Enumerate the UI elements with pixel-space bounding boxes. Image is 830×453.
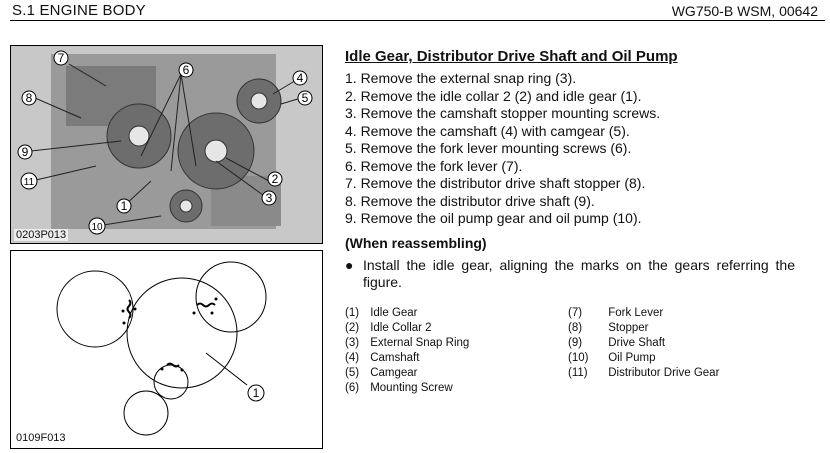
figure-code: 0109F013 bbox=[16, 432, 66, 444]
procedure-title: Idle Gear, Distributor Drive Shaft and O… bbox=[345, 48, 678, 65]
legend-label: Idle Gear bbox=[370, 307, 418, 319]
legend-num: (9) bbox=[568, 337, 583, 349]
legend-num: (4) bbox=[345, 352, 360, 364]
legend-label: Camshaft bbox=[370, 352, 420, 364]
legend-item: (10) Oil Pump bbox=[568, 351, 719, 366]
step-item: 1. Remove the external snap ring (3). bbox=[345, 70, 577, 86]
gear-diagram: 1 bbox=[56, 261, 267, 436]
legend-item: (1) Idle Gear bbox=[345, 306, 469, 321]
legend-item: (9) Drive Shaft bbox=[568, 336, 719, 351]
legend-label: Camgear bbox=[370, 367, 418, 379]
callout-1: 1 bbox=[116, 198, 132, 214]
alignment-marks bbox=[126, 299, 216, 368]
gear-circle-left bbox=[56, 270, 134, 348]
legend-right: (7) Fork Lever (8) Stopper (9) Drive Sha… bbox=[568, 306, 719, 381]
callout-2: 2 bbox=[267, 171, 283, 187]
legend-num: (5) bbox=[345, 367, 360, 379]
reassembling-note: ● Install the idle gear, aligning the ma… bbox=[345, 257, 795, 291]
step-item: 7. Remove the distributor drive shaft st… bbox=[345, 175, 646, 191]
gear-alignment-figure: 1 0109F013 bbox=[10, 250, 323, 449]
legend-num: (2) bbox=[345, 322, 360, 334]
document-code: WG750-B WSM, 00642 bbox=[671, 3, 818, 19]
legend-item: (6) Mounting Screw bbox=[345, 381, 469, 396]
step-item: 6. Remove the fork lever (7). bbox=[345, 157, 523, 174]
legend-label: Fork Lever bbox=[608, 307, 664, 319]
callout-5-label: 5 bbox=[302, 91, 309, 105]
callout-6: 6 bbox=[178, 62, 194, 78]
gear-circle-bottom bbox=[123, 390, 169, 436]
legend-label: Drive Shaft bbox=[608, 337, 666, 349]
callout-10: 10 bbox=[88, 217, 106, 235]
legend-num: (1) bbox=[345, 307, 360, 319]
step-item: 3. Remove the camshaft stopper mounting … bbox=[345, 105, 661, 121]
legend-item: (7) Fork Lever bbox=[568, 306, 719, 321]
figure-callout-label: 1 bbox=[253, 386, 260, 400]
legend-item: (4) Camshaft bbox=[345, 351, 469, 366]
procedure-steps: 1. Remove the external snap ring (3). 2.… bbox=[345, 70, 660, 228]
step-item: 2. Remove the idle collar 2 (2) and idle… bbox=[345, 87, 642, 104]
gear-circle-right bbox=[195, 261, 267, 333]
figure-callout: 1 bbox=[247, 384, 265, 402]
legend-label: External Snap Ring bbox=[370, 337, 470, 349]
callout-3-label: 3 bbox=[266, 191, 273, 205]
callout-2-label: 2 bbox=[272, 172, 279, 186]
gear-circle-center bbox=[126, 277, 238, 389]
callout-11-label: 11 bbox=[24, 177, 35, 188]
legend-item: (3) External Snap Ring bbox=[345, 336, 469, 351]
legend-label: Idle Collar 2 bbox=[370, 322, 432, 334]
legend-label: Distributor Drive Gear bbox=[608, 367, 720, 379]
legend-item: (5) Camgear bbox=[345, 366, 469, 381]
engine-photo: 7 6 4 5 8 9 11 1 2 3 10 0203P013 bbox=[10, 45, 323, 244]
legend-label: Oil Pump bbox=[608, 352, 656, 364]
legend-label: Mounting Screw bbox=[370, 382, 453, 394]
gear-circle-small bbox=[153, 364, 189, 400]
callout-7: 7 bbox=[53, 50, 69, 66]
reassembling-title: (When reassembling) bbox=[345, 235, 487, 251]
legend-item: (8) Stopper bbox=[568, 321, 719, 336]
legend-item: (11) Distributor Drive Gear bbox=[568, 366, 719, 381]
legend-label: Stopper bbox=[608, 322, 649, 334]
callout-9: 9 bbox=[17, 144, 33, 160]
legend-num: (8) bbox=[568, 322, 583, 334]
legend-num: (7) bbox=[568, 307, 583, 319]
mark-dots bbox=[121, 297, 218, 372]
callout-5: 5 bbox=[297, 90, 313, 106]
callout-3: 3 bbox=[261, 190, 277, 206]
page-header: S.1 ENGINE BODY WG750-B WSM, 00642 bbox=[0, 0, 830, 22]
step-item: 8. Remove the distributor drive shaft (9… bbox=[345, 192, 595, 209]
legend-left: (1) Idle Gear (2) Idle Collar 2 (3) Exte… bbox=[345, 306, 469, 396]
legend-num: (11) bbox=[568, 367, 588, 379]
callout-4: 4 bbox=[292, 70, 308, 86]
callout-10-label: 10 bbox=[91, 222, 103, 233]
legend-num: (10) bbox=[568, 352, 589, 364]
header-rule bbox=[10, 20, 825, 21]
step-item: 5. Remove the fork lever mounting screws… bbox=[345, 140, 632, 156]
callout-4-label: 4 bbox=[297, 71, 304, 85]
legend-item: (2) Idle Collar 2 bbox=[345, 321, 469, 336]
legend-num: (3) bbox=[345, 337, 360, 349]
callout-6-label: 6 bbox=[183, 63, 190, 77]
callout-8-label: 8 bbox=[26, 91, 33, 105]
photo-code: 0203P013 bbox=[14, 229, 69, 241]
callout-1-label: 1 bbox=[121, 199, 128, 213]
step-item: 9. Remove the oil pump gear and oil pump… bbox=[345, 210, 642, 226]
callout-9-label: 9 bbox=[22, 145, 29, 159]
step-item: 4. Remove the camshaft (4) with camgear … bbox=[345, 122, 630, 139]
gear-circles bbox=[56, 261, 267, 436]
callout-leader bbox=[205, 352, 248, 386]
callout-11: 11 bbox=[20, 172, 38, 190]
section-title: S.1 ENGINE BODY bbox=[12, 2, 146, 19]
engine-photo-illustration: 7 6 4 5 8 9 11 1 2 3 10 bbox=[11, 46, 322, 243]
bullet-icon: ● bbox=[345, 257, 354, 273]
callout-8: 8 bbox=[21, 90, 37, 106]
legend-num: (6) bbox=[345, 382, 360, 394]
reassembling-text: Install the idle gear, aligning the mark… bbox=[363, 257, 795, 290]
callout-7-label: 7 bbox=[58, 51, 65, 65]
